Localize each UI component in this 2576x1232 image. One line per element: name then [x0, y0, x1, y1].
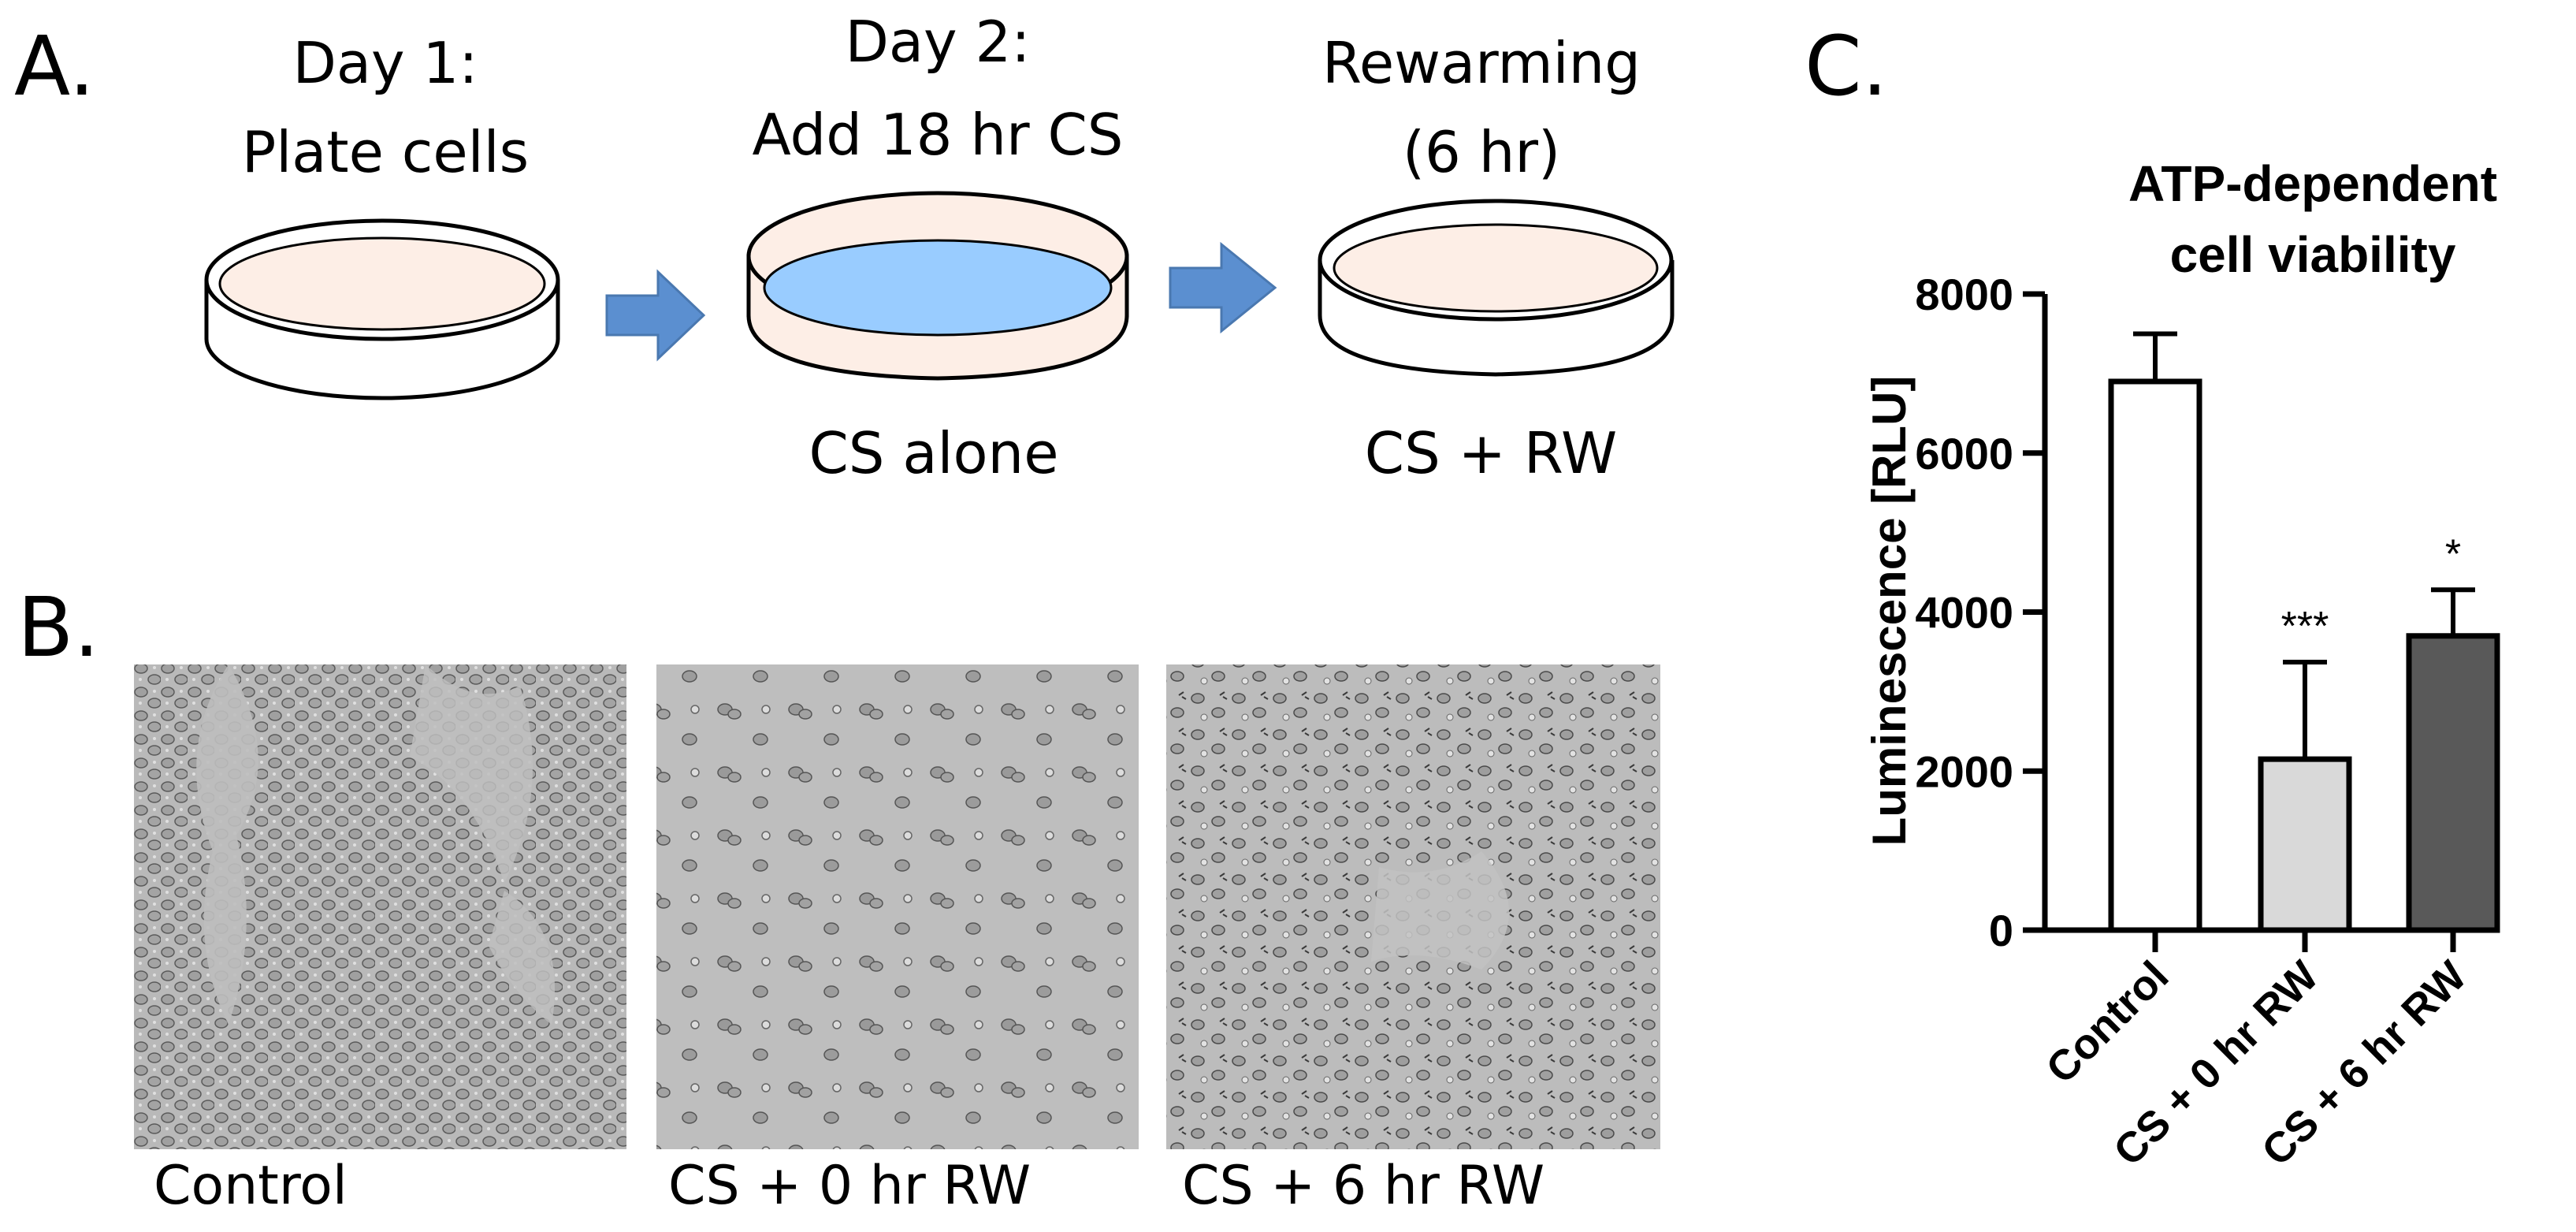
arrow-1-icon — [605, 269, 706, 362]
micrograph-caption-cs-0hr: CS + 0 hr RW — [668, 1155, 1031, 1217]
step1-line1: Day 1: — [292, 30, 478, 96]
step3-caption: CS + RW — [1365, 420, 1617, 486]
bar — [2108, 378, 2202, 933]
bar-chart: ATP-dependent cell viability Luminescenc… — [1863, 155, 2500, 1175]
y-tick-label: 2000 — [1915, 746, 2013, 796]
step1-line2: Plate cells — [242, 119, 529, 185]
y-tick-label: 8000 — [1915, 270, 2013, 319]
y-tick-label: 6000 — [1915, 429, 2013, 478]
y-tick-label: 4000 — [1915, 588, 2013, 638]
step2-line1: Day 2: — [845, 9, 1030, 75]
petri-dish-empty — [204, 218, 560, 400]
panel-label-b: B. — [17, 579, 99, 676]
petri-dish-rewarmed — [1318, 199, 1675, 377]
step2-caption: CS alone — [809, 420, 1059, 486]
y-axis-label: Luminescence [RLU] — [1863, 376, 1916, 847]
panel-label-a: A. — [14, 18, 95, 114]
petri-dish-cs — [746, 191, 1129, 381]
bar — [2406, 633, 2500, 933]
panel-label-c: C. — [1805, 18, 1888, 114]
micrograph-caption-control: Control — [154, 1155, 348, 1217]
chart-title-line1: ATP-dependent — [2128, 155, 2497, 212]
bar — [2258, 756, 2352, 933]
x-tick-label: Control — [2037, 952, 2177, 1092]
micrograph-cs-0hr — [656, 664, 1139, 1149]
step2-line2: Add 18 hr CS — [753, 102, 1124, 168]
chart-title-line2: cell viability — [2170, 226, 2456, 283]
significance-label: * — [2445, 531, 2461, 577]
micrograph-control — [134, 664, 626, 1149]
y-tick-label: 0 — [1989, 906, 2013, 955]
significance-label: *** — [2281, 604, 2329, 649]
step3-line1: Rewarming — [1322, 30, 1641, 96]
micrograph-caption-cs-6hr: CS + 6 hr RW — [1182, 1155, 1544, 1217]
step3-line2: (6 hr) — [1403, 119, 1560, 185]
arrow-2-icon — [1169, 241, 1277, 334]
workflow-step-2: Day 2: Add 18 hr CS CS alone — [746, 9, 1129, 486]
workflow-step-3: Rewarming (6 hr) CS + RW — [1318, 30, 1675, 486]
workflow-step-1: Day 1: Plate cells — [204, 30, 560, 400]
micrograph-cs-6hr — [1166, 664, 1660, 1149]
